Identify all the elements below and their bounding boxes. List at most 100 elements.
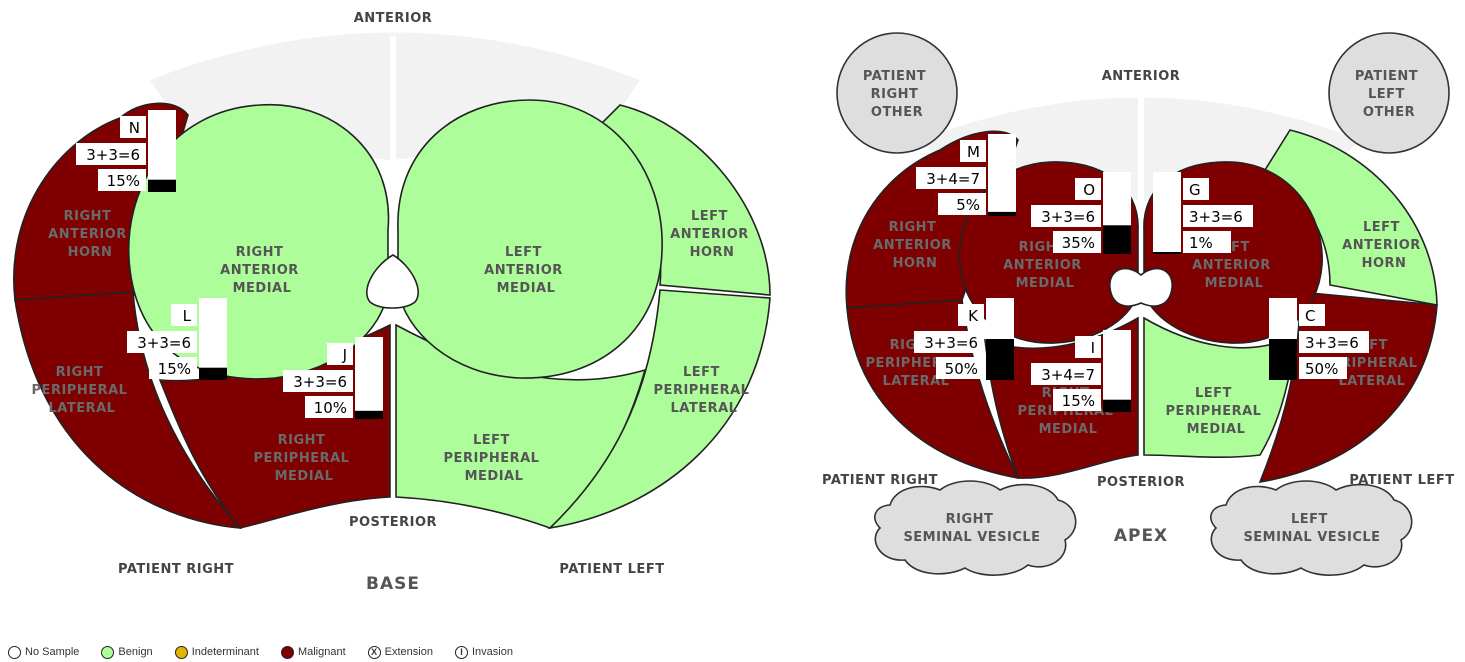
base-urethra: [366, 254, 420, 309]
apex-anterior-label: ANTERIOR: [1102, 69, 1181, 84]
apex-label-left-anterior-horn: LEFT ANTERIOR HORN: [1342, 220, 1426, 271]
base-label-right-anterior-horn: RIGHT ANTERIOR HORN: [48, 209, 132, 260]
core-percent: 50%: [1305, 360, 1338, 378]
base-title: BASE: [366, 574, 420, 594]
amber-circle-icon: [174, 645, 188, 659]
apex-urethra: [1109, 267, 1173, 307]
core-percent: 10%: [314, 399, 347, 417]
core-gleason: 3+3=6: [86, 146, 140, 164]
core-id: L: [183, 307, 192, 325]
core-gleason: 3+4=7: [926, 170, 980, 188]
core-K[interactable]: K3+3=650%: [914, 298, 1014, 380]
core-gleason: 3+3=6: [1305, 334, 1359, 352]
apex-patient-left-other[interactable]: [1328, 32, 1450, 154]
core-J[interactable]: J 3+3=6 10%: [283, 337, 383, 419]
core-tumor-fill: [199, 367, 227, 380]
apex-left-seminal-vesicle[interactable]: [1210, 480, 1413, 576]
core-bar: [148, 110, 176, 192]
core-percent: 15%: [107, 172, 140, 190]
apex-right-seminal-vesicle[interactable]: [874, 480, 1077, 576]
core-gleason: 3+3=6: [924, 334, 978, 352]
core-id: J: [342, 346, 347, 364]
x-circle-icon: X: [367, 645, 381, 659]
core-gleason-box: [283, 370, 353, 392]
core-id-box: [327, 343, 353, 365]
base-label-left-anterior-horn: LEFT ANTERIOR HORN: [670, 209, 754, 260]
core-id-box: [1183, 178, 1209, 200]
core-id: N: [129, 119, 140, 137]
core-G[interactable]: G3+3=61%: [1153, 172, 1253, 254]
core-percent: 5%: [956, 196, 980, 214]
core-percent: 15%: [158, 360, 191, 378]
core-M[interactable]: M3+4=75%: [916, 134, 1016, 216]
core-percent-box: [1299, 357, 1347, 379]
core-tumor-fill: [148, 179, 176, 192]
core-gleason: 3+3=6: [293, 373, 347, 391]
core-id-box: [960, 140, 986, 162]
core-gleason-box: [76, 143, 146, 165]
core-gleason-box: [1031, 205, 1101, 227]
base-zone-left-peripheral-lateral[interactable]: [547, 289, 771, 530]
legend-benign: Benign: [101, 645, 153, 659]
core-tumor-fill: [1153, 252, 1181, 254]
core-percent-box: [938, 193, 986, 215]
apex-patient-right-other[interactable]: [836, 32, 958, 154]
base-patient-left-label: PATIENT LEFT: [559, 562, 664, 577]
core-percent-box: [305, 396, 353, 418]
core-id-box: [1075, 178, 1101, 200]
core-gleason-box: [916, 167, 986, 189]
core-gleason-box: [127, 331, 197, 353]
legend-label: Extension: [384, 646, 433, 658]
legend: No Sample Benign Indeterminant Malignant…: [8, 643, 535, 661]
core-gleason: 3+3=6: [1041, 208, 1095, 226]
legend-malignant: Malignant: [280, 645, 346, 659]
core-bar: [355, 337, 383, 419]
legend-label: Indeterminant: [191, 646, 259, 658]
core-percent-box: [936, 357, 984, 379]
core-percent: 15%: [1062, 392, 1095, 410]
core-id-box: [1299, 304, 1325, 326]
apex-label-right-anterior-horn: RIGHT ANTERIOR HORN: [873, 220, 957, 271]
core-id: O: [1083, 181, 1095, 199]
legend-no-sample: No Sample: [8, 645, 79, 659]
core-tumor-fill: [988, 211, 1016, 216]
base-label-left-peripheral-medial: LEFT PERIPHERAL MEDIAL: [444, 433, 545, 484]
core-percent-box: [98, 169, 146, 191]
apex-patient-left-label: PATIENT LEFT: [1349, 473, 1454, 488]
core-gleason-box: [914, 331, 984, 353]
core-id: C: [1305, 307, 1315, 325]
base-posterior-label: POSTERIOR: [349, 515, 437, 530]
apex-diagram: ANTERIOR PATIENT RIGHT OTHER PATIENT LEF…: [822, 32, 1454, 576]
core-gleason-box: [1183, 205, 1253, 227]
legend-label: Benign: [118, 646, 153, 658]
core-id-box: [120, 116, 146, 138]
core-N[interactable]: N 3+3=6 15%: [76, 110, 176, 192]
apex-label-left-peripheral-medial: LEFT PERIPHERAL MEDIAL: [1166, 386, 1267, 437]
core-C[interactable]: C 3+3=6 50%: [1269, 298, 1369, 380]
core-percent: 50%: [945, 360, 978, 378]
core-O[interactable]: O3+3=635%: [1031, 172, 1131, 254]
i-circle-icon: I: [454, 645, 468, 659]
core-id-box: [171, 304, 197, 326]
base-label-left-peripheral-lateral: LEFT PERIPHERAL LATERAL: [654, 365, 755, 416]
core-L[interactable]: L3+3=615%: [127, 298, 227, 380]
apex-label-patient-left-other: PATIENT LEFT OTHER: [1355, 69, 1423, 120]
apex-patient-right-label: PATIENT RIGHT: [822, 473, 938, 488]
core-I[interactable]: I3+4=715%: [1031, 330, 1131, 412]
empty-circle-icon: [8, 645, 21, 659]
apex-label-right-seminal-vesicle: RIGHT SEMINAL VESICLE: [903, 512, 1040, 545]
core-id-box: [958, 304, 984, 326]
core-percent-box: [149, 357, 197, 379]
base-diagram: ANTERIOR RIGHT ANTERIOR HORN RIGHT ANTER…: [13, 11, 771, 594]
core-bar: [199, 298, 227, 380]
red-circle-icon: [280, 645, 294, 659]
legend-extension: X Extension: [367, 645, 433, 659]
core-gleason-box: [1299, 331, 1369, 353]
core-bar: [988, 134, 1016, 216]
core-bar: [1153, 172, 1181, 254]
base-label-right-anterior-medial: RIGHT ANTERIOR MEDIAL: [220, 245, 304, 296]
base-zone-left-anterior-medial[interactable]: [397, 99, 663, 379]
base-label-right-peripheral-lateral: RIGHT PERIPHERAL LATERAL: [32, 365, 133, 416]
apex-zone-left-peripheral-medial[interactable]: [1143, 316, 1296, 459]
legend-invasion: I Invasion: [454, 645, 513, 659]
